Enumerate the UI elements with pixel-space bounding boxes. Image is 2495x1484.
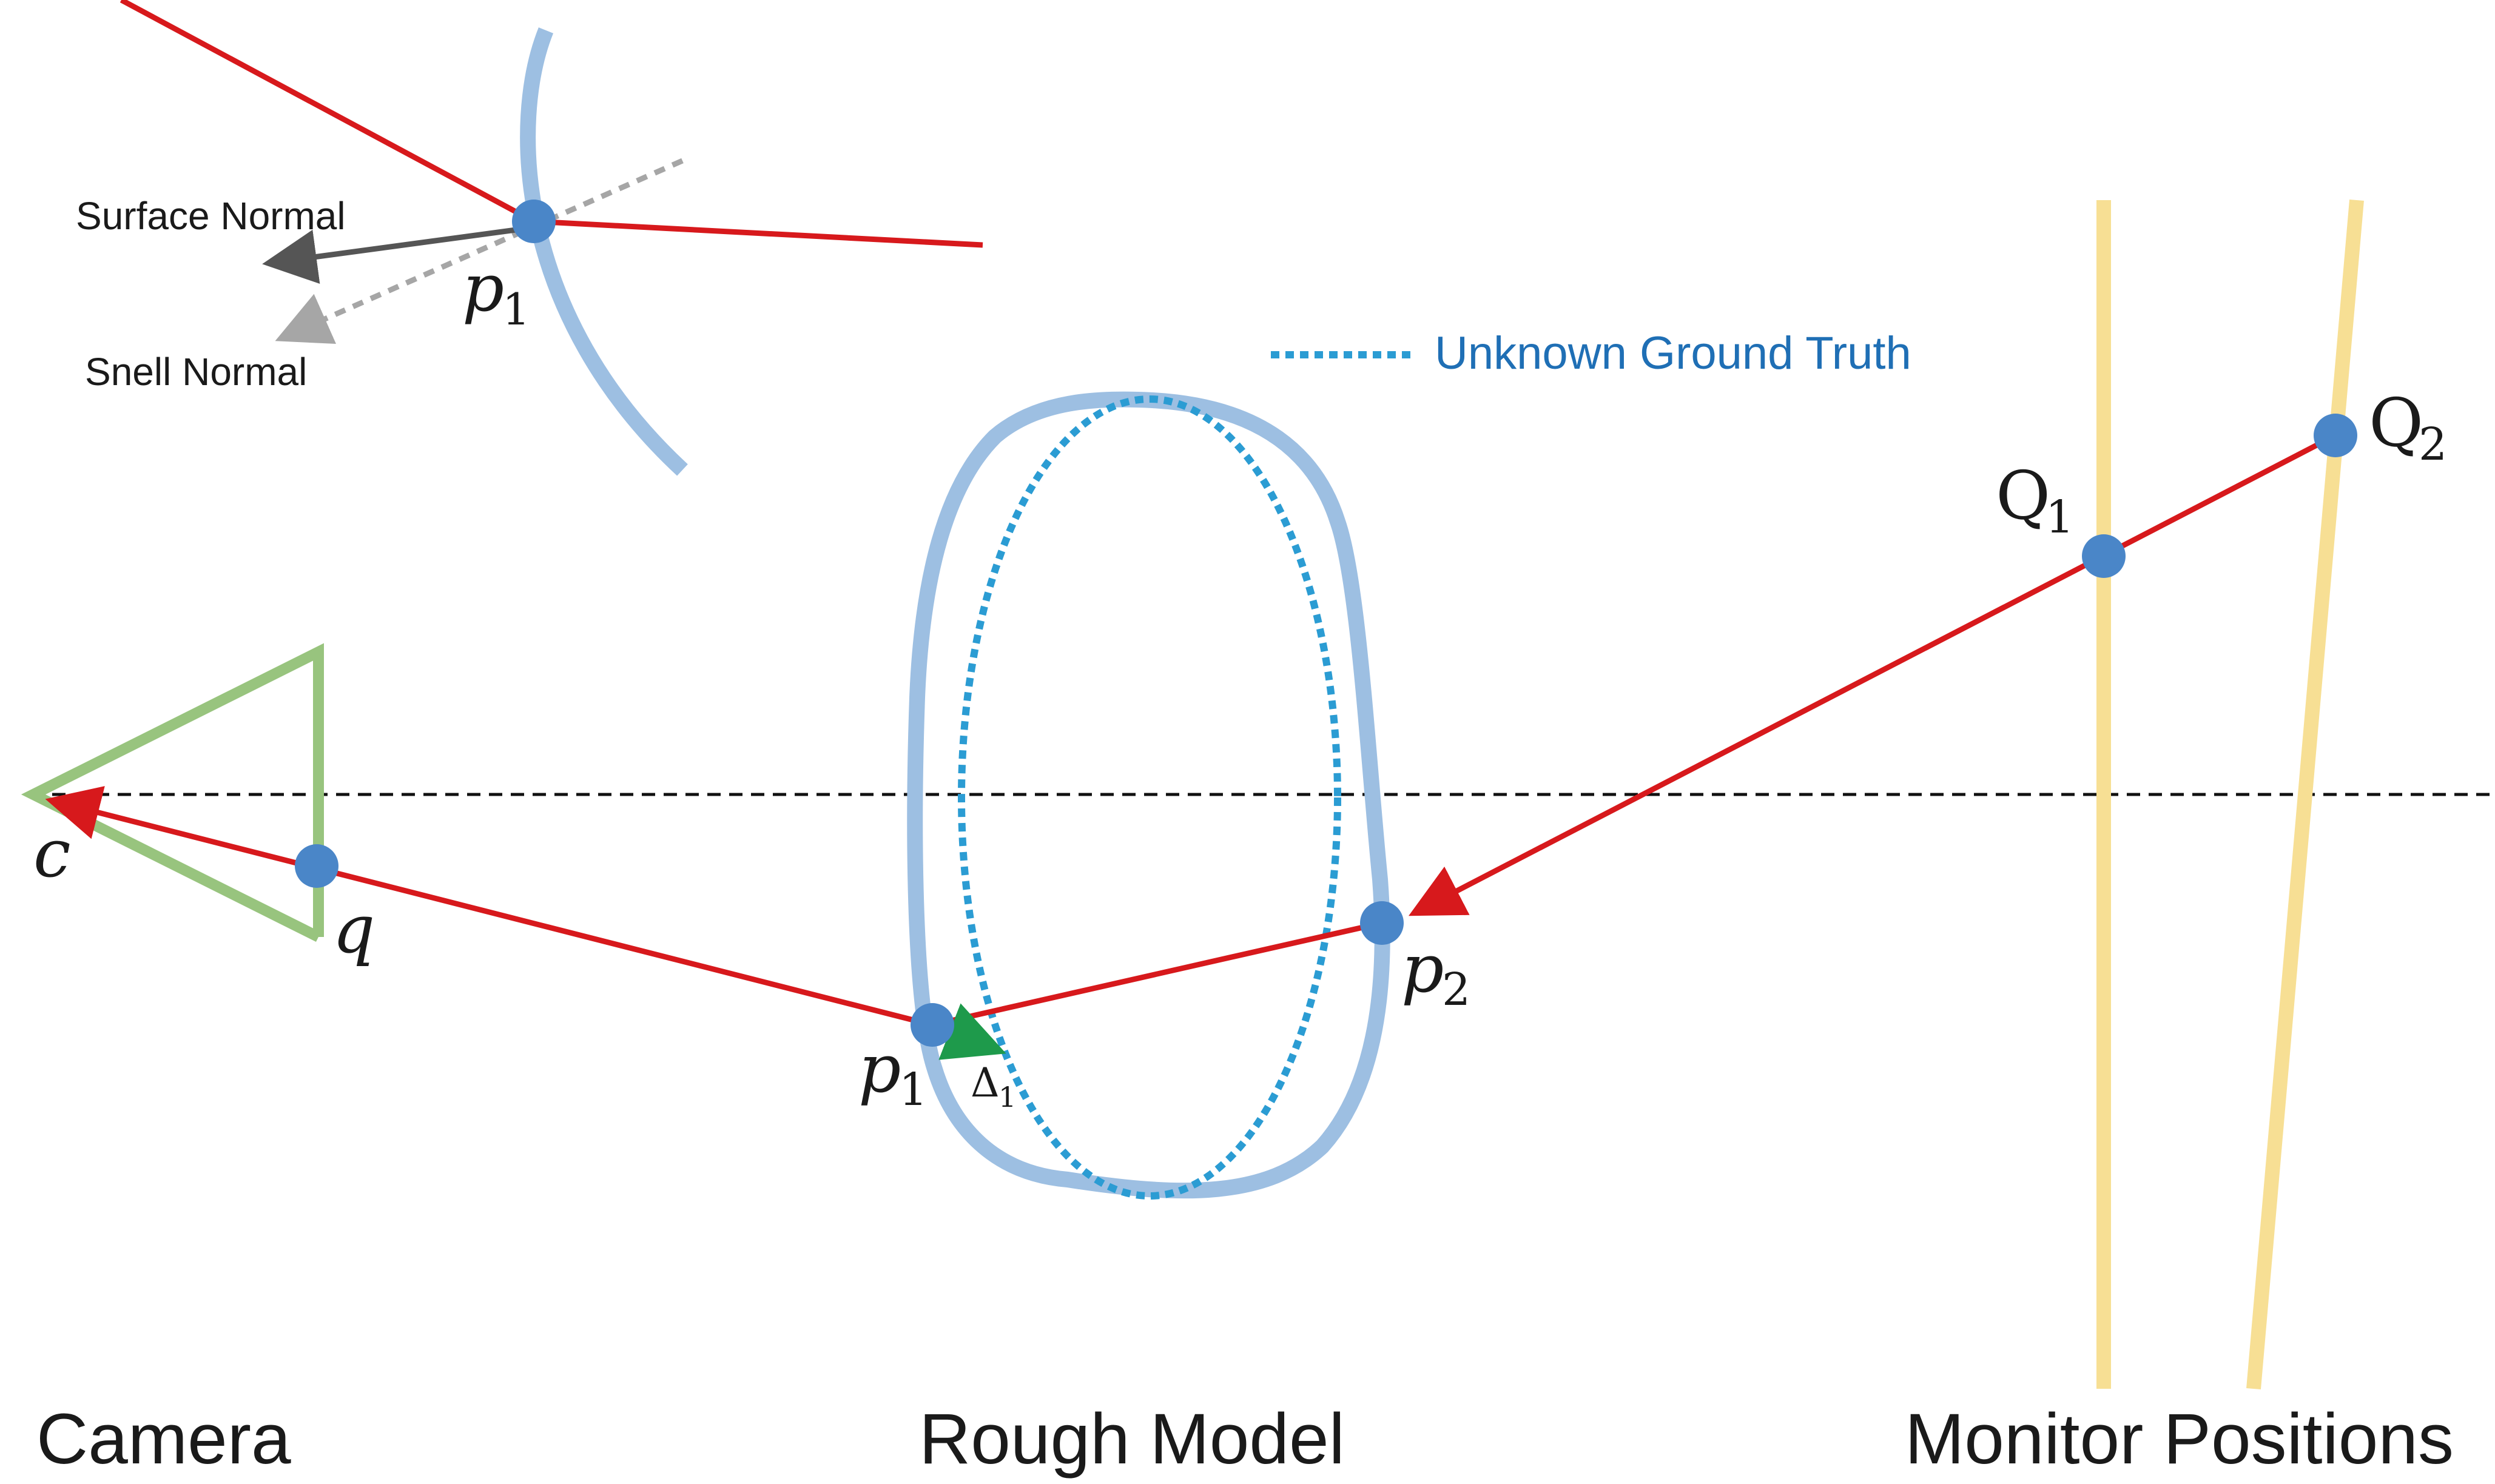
inset-normal-detail: Surface Normal Snell Normal p 1 <box>76 0 983 476</box>
ground-truth-legend: Unknown Ground Truth <box>1271 327 1911 379</box>
ray-Q2-to-p2 <box>1409 433 2337 916</box>
svg-text:Δ: Δ <box>971 1059 1000 1106</box>
point-p1 <box>911 1003 954 1047</box>
camera <box>21 643 324 942</box>
light-path <box>45 433 2337 1060</box>
points <box>295 414 2357 1047</box>
point-labels: c q p 1 Δ 1 p 2 Q 1 Q 2 <box>33 384 2447 1116</box>
inset-surface-curve <box>520 27 688 476</box>
svg-text:Q: Q <box>1996 457 2050 534</box>
point-p2 <box>1360 901 1404 945</box>
snell-normal-arrow <box>275 158 684 344</box>
section-captions: Camera Rough Model Monitor Positions <box>36 1399 2454 1479</box>
surface-normal-arrow <box>262 224 534 284</box>
snell-normal-label: Snell Normal <box>85 350 307 394</box>
ray-p1-to-c <box>45 786 934 1028</box>
rough-model-outline <box>907 391 1390 1199</box>
inset-refracted-ray <box>533 218 983 248</box>
svg-text:p: p <box>462 250 504 326</box>
svg-text:1: 1 <box>998 1081 1016 1113</box>
inset-p1-label: p 1 <box>462 250 530 335</box>
caption-camera: Camera <box>36 1399 291 1479</box>
inset-point-p1 <box>512 200 556 243</box>
label-p2: p 2 <box>1401 930 1470 1016</box>
label-c: c <box>33 814 71 892</box>
camera-frustum <box>21 643 324 942</box>
point-Q2 <box>2314 414 2357 457</box>
svg-text:1: 1 <box>899 1064 928 1116</box>
label-delta-1: Δ 1 <box>971 1059 1016 1113</box>
monitor-2 <box>2246 199 2364 1390</box>
unknown-ground-truth-label: Unknown Ground Truth <box>1435 327 1911 379</box>
label-Q2: Q 2 <box>2369 384 2447 471</box>
svg-text:p: p <box>858 1030 901 1107</box>
surface-normal-label: Surface Normal <box>76 194 346 238</box>
svg-text:1: 1 <box>502 284 530 335</box>
svg-text:Q: Q <box>2369 384 2423 462</box>
point-Q1 <box>2082 534 2126 578</box>
caption-monitor-positions: Monitor Positions <box>1905 1399 2454 1479</box>
ray-p2-to-p1 <box>932 920 1382 1028</box>
svg-text:2: 2 <box>2419 418 2447 471</box>
caption-rough-model: Rough Model <box>919 1399 1345 1479</box>
svg-text:1: 1 <box>2045 491 2074 543</box>
monitor-positions <box>2096 199 2364 1390</box>
ground-truth-outline <box>958 395 1341 1200</box>
label-p1: p 1 <box>858 1030 928 1116</box>
svg-text:2: 2 <box>1442 964 1470 1016</box>
svg-text:p: p <box>1401 930 1444 1007</box>
label-q: q <box>332 890 375 968</box>
label-Q1: Q 1 <box>1996 457 2074 543</box>
point-q <box>295 844 338 888</box>
rough-model <box>907 391 1390 1200</box>
inset-incident-ray <box>120 0 536 224</box>
